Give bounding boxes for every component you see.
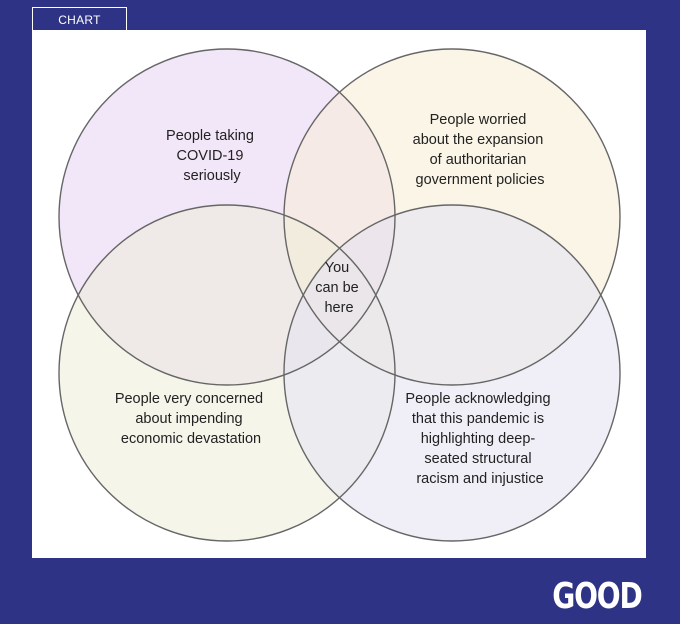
outline-authoritarian (283, 48, 621, 386)
outline-economic (58, 204, 396, 542)
circle-racism (284, 205, 620, 541)
label-center-line: here (324, 300, 353, 316)
label-racism-line: that this pandemic is (412, 411, 544, 427)
label-racism: People acknowledging that this pandemic … (405, 391, 554, 487)
outline-racism (283, 204, 621, 542)
label-center-line: You (325, 260, 349, 276)
label-covid-line: People taking (166, 128, 254, 144)
outline-covid (58, 48, 396, 386)
label-economic-line: People very concerned (115, 391, 263, 407)
label-racism-line: seated structural (424, 451, 531, 467)
venn-diagram: People taking COVID-19 seriously People … (58, 48, 621, 542)
label-covid-line: COVID-19 (177, 148, 244, 164)
venn-circles (59, 49, 620, 541)
venn-outlines (58, 48, 621, 542)
label-racism-line: highlighting deep- (421, 431, 536, 447)
label-authoritarian-line: about the expansion (413, 132, 544, 148)
label-center-line: can be (315, 280, 359, 296)
venn-diagram-panel: People taking COVID-19 seriously People … (32, 30, 646, 558)
label-covid-line: seriously (183, 168, 241, 184)
label-economic-line: economic devastation (121, 431, 261, 447)
label-racism-line: People acknowledging (405, 391, 550, 407)
label-authoritarian-line: of authoritarian (430, 152, 527, 168)
label-covid: People taking COVID-19 seriously (166, 128, 258, 184)
label-economic-line: about impending (135, 411, 242, 427)
label-authoritarian-line: People worried (430, 112, 527, 128)
label-authoritarian-line: government policies (416, 172, 545, 188)
chart-badge: CHART (32, 7, 127, 31)
label-economic: People very concerned about impending ec… (115, 391, 267, 447)
label-center: You can be here (315, 260, 363, 316)
label-authoritarian: People worried about the expansion of au… (413, 112, 548, 188)
label-racism-line: racism and injustice (416, 471, 543, 487)
good-logo: GOOD (552, 576, 644, 617)
